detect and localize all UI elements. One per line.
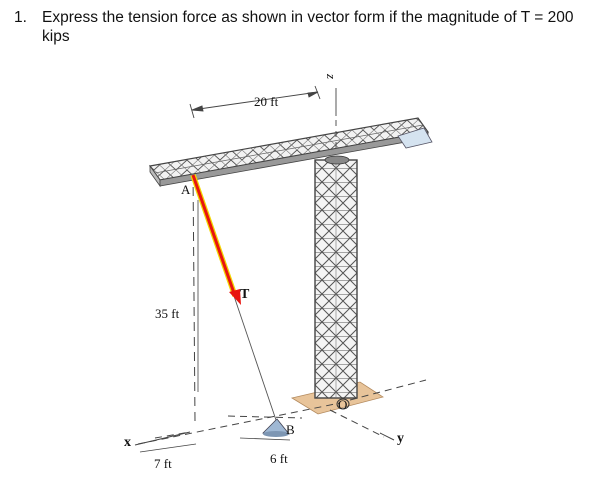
- slewing-ring: [324, 155, 350, 165]
- label-x: x: [124, 435, 131, 450]
- anchor-b: [262, 418, 290, 437]
- jib-boom: [148, 117, 430, 188]
- label-20ft: 20 ft: [254, 94, 279, 109]
- label-35ft: 35 ft: [155, 306, 180, 321]
- point-o-marker: [336, 398, 350, 410]
- y-axis-line: [379, 432, 395, 441]
- bottom-dimensions: [139, 437, 291, 453]
- label-6ft: 6 ft: [270, 451, 288, 466]
- label-t: T: [240, 287, 250, 302]
- tension-vector: [190, 174, 241, 305]
- counterweight: [397, 127, 433, 149]
- label-b: B: [286, 422, 295, 437]
- label-a: A: [181, 182, 191, 197]
- label-o: O: [338, 397, 347, 412]
- label-z: z: [324, 73, 339, 79]
- top-dimension: [189, 85, 321, 119]
- label-y: y: [397, 431, 404, 446]
- x-axis-line: [134, 431, 191, 446]
- tower-mast: [314, 159, 358, 399]
- question-text: Express the tension force as shown in ve…: [42, 9, 574, 45]
- height-guide: [192, 171, 196, 423]
- label-7ft: 7 ft: [154, 456, 172, 471]
- question-number: 1.: [14, 9, 27, 26]
